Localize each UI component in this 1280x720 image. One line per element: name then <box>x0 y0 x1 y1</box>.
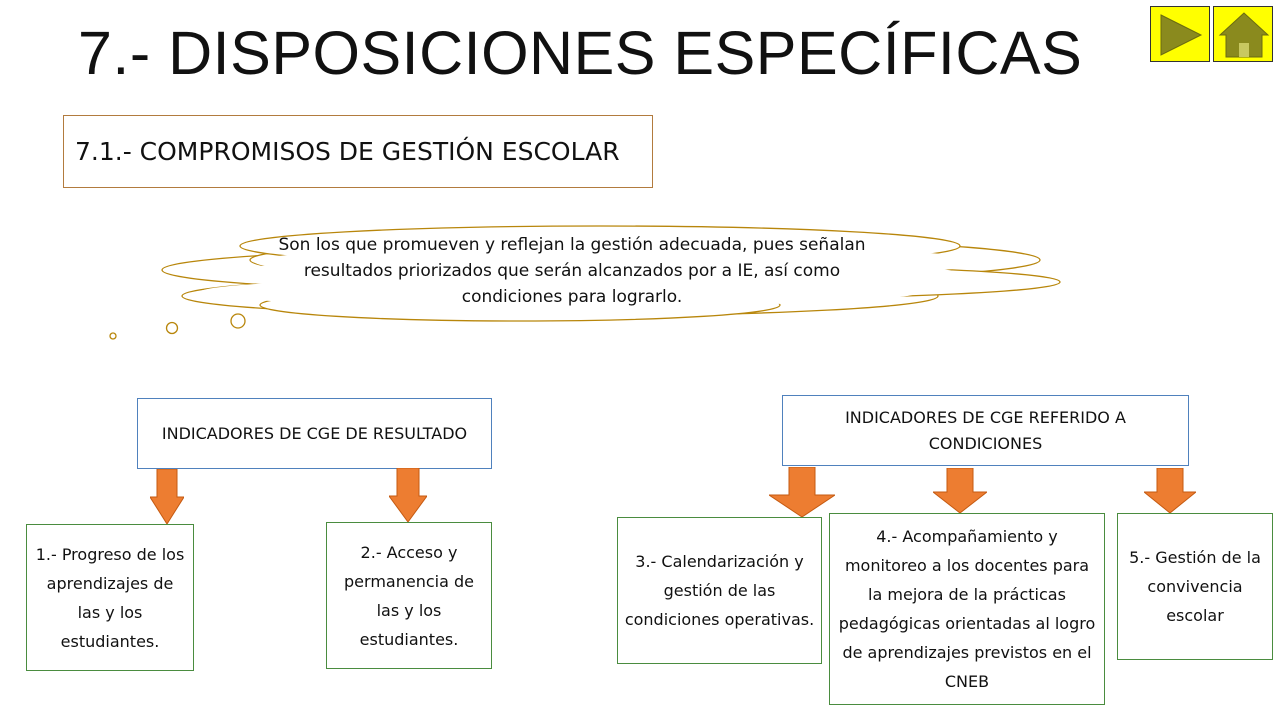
cloud-description: Son los que promueven y reflejan la gest… <box>278 235 866 307</box>
arrow-down-icon <box>1144 468 1196 513</box>
play-triangle-icon <box>1160 14 1203 56</box>
indicator-item-4: 4.- Acompañamiento y monitoreo a los doc… <box>829 513 1105 705</box>
section-subtitle: 7.1.- COMPROMISOS DE GESTIÓN ESCOLAR <box>63 115 653 188</box>
indicator-item-1: 1.- Progreso de los aprendizajes de las … <box>26 524 194 671</box>
header-indicadores-condiciones: INDICADORES DE CGE REFERIDO A CONDICIONE… <box>782 395 1189 466</box>
house-icon <box>1218 12 1270 58</box>
indicator-item-5: 5.- Gestión de la convivencia escolar <box>1117 513 1273 660</box>
next-slide-button[interactable] <box>1150 6 1210 62</box>
home-button[interactable] <box>1213 6 1273 62</box>
arrow-down-icon <box>933 468 987 513</box>
arrow-down-icon <box>769 467 835 517</box>
slide-title: 7.- DISPOSICIONES ESPECÍFICAS <box>78 19 1083 87</box>
indicator-item-3: 3.- Calendarización y gestión de las con… <box>617 517 822 664</box>
indicator-item-2: 2.- Acceso y permanencia de las y los es… <box>326 522 492 669</box>
arrow-down-icon <box>389 468 427 522</box>
header-indicadores-resultado: INDICADORES DE CGE DE RESULTADO <box>137 398 492 469</box>
arrow-down-icon <box>150 469 184 524</box>
